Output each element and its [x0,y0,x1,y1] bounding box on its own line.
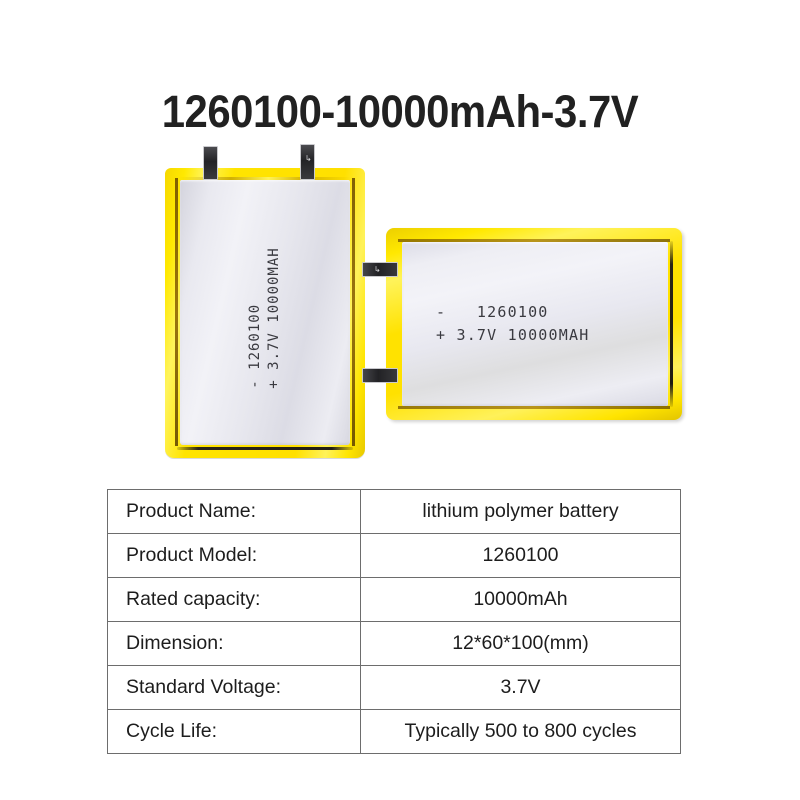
tab-polarity-mark: ↳ [374,265,381,274]
negative-tab [203,146,218,180]
table-row: Cycle Life: Typically 500 to 800 cycles [107,709,681,754]
landscape-battery-photo: ↳ - 1260100 + 3.7V 10000MAH [362,228,682,420]
battery-label-line-2: + 3.7V 10000MAH [266,247,282,389]
spec-label: Product Model: [107,533,361,578]
tape-fold-bottom [398,406,670,409]
battery-label-line-1: - 1260100 [247,303,263,389]
spec-label: Standard Voltage: [107,665,361,710]
product-photo-area: ↳ - 1260100 + 3.7V 10000MAH ↳ - 1260100 … [0,140,800,470]
spec-value: Typically 500 to 800 cycles [360,709,681,754]
pouch-top-crease [179,177,351,181]
positive-tab: ↳ [300,144,315,180]
table-row: Product Model: 1260100 [107,533,681,578]
pouch-bottom-seal [177,447,353,450]
spec-value: 10000mAh [360,577,681,622]
negative-tab: ↳ [362,262,398,277]
spec-label: Rated capacity: [107,577,361,622]
positive-tab [362,368,398,383]
spec-value: lithium polymer battery [360,489,681,534]
tape-fold-right [352,178,355,446]
pouch-side-seal [670,241,673,407]
tab-polarity-mark: ↳ [305,154,312,163]
battery-cell-face: - 1260100 + 3.7V 10000MAH [180,180,350,445]
spec-value: 1260100 [360,533,681,578]
tape-fold-top [398,239,670,242]
tape-fold-left [175,178,178,446]
spec-value: 3.7V [360,665,681,710]
battery-printed-label: - 1260100 + 3.7V 10000MAH [246,247,284,388]
table-row: Product Name: lithium polymer battery [107,489,681,534]
battery-label-line-1: - 1260100 [436,303,549,321]
table-row: Dimension: 12*60*100(mm) [107,621,681,666]
portrait-battery-photo: ↳ - 1260100 + 3.7V 10000MAH [165,144,365,458]
battery-cell-face: - 1260100 + 3.7V 10000MAH [402,242,668,406]
spec-label: Dimension: [107,621,361,666]
spec-label: Product Name: [107,489,361,534]
page-title: 1260100-10000mAh-3.7V [161,86,639,137]
battery-label-line-2: + 3.7V 10000MAH [436,326,590,344]
battery-printed-label: - 1260100 + 3.7V 10000MAH [436,301,589,347]
table-row: Rated capacity: 10000mAh [107,577,681,622]
spec-label: Cycle Life: [107,709,361,754]
specification-table: Product Name: lithium polymer battery Pr… [107,489,681,754]
spec-value: 12*60*100(mm) [360,621,681,666]
table-row: Standard Voltage: 3.7V [107,665,681,710]
